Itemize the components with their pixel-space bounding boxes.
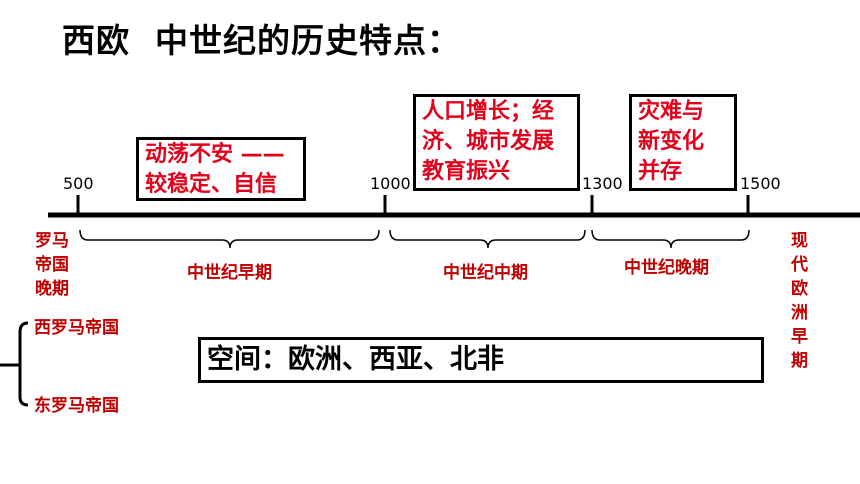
tick-label-1500: 1500 <box>740 174 781 193</box>
period-label-middle: 中世纪中期 <box>443 263 528 283</box>
label-eastern-roman-empire: 东罗马帝国 <box>34 396 119 416</box>
brace-early <box>79 229 380 249</box>
label-early-modern-europe: 现 代 欧 洲 早 期 <box>791 231 808 371</box>
box-late-line-1: 灾难与 <box>638 99 705 124</box>
box-late-line-3: 并存 <box>638 159 683 184</box>
brace-late <box>591 229 750 249</box>
box-early-line-1: 动荡不安 —— <box>145 142 285 167</box>
tick-label-1000: 1000 <box>370 174 411 193</box>
label-western-roman-empire: 西罗马帝国 <box>34 318 119 338</box>
box-early-line-2: 较稳定、自信 <box>145 172 278 197</box>
box-middle-characteristics: 人口增长；经 济、城市发展 教育振兴 <box>413 94 580 191</box>
box-middle-line-1: 人口增长；经 <box>422 99 555 124</box>
period-label-early: 中世纪早期 <box>187 263 272 283</box>
box-middle-line-2: 济、城市发展 <box>422 129 555 154</box>
box-late-characteristics: 灾难与 新变化 并存 <box>629 94 737 191</box>
box-middle-line-3: 教育振兴 <box>422 159 511 184</box>
period-label-late: 中世纪晚期 <box>624 258 709 278</box>
box-late-line-2: 新变化 <box>638 129 705 154</box>
tick-label-1300: 1300 <box>582 174 623 193</box>
box-early-characteristics: 动荡不安 —— 较稳定、自信 <box>136 137 306 201</box>
label-late-roman-empire: 罗马 帝国 晚期 <box>35 231 69 299</box>
brace-middle <box>389 229 586 249</box>
space-box: 空间：欧洲、西亚、北非 <box>198 337 764 383</box>
page-title: 西欧 中世纪的历史特点： <box>62 21 461 60</box>
tick-label-500: 500 <box>63 174 94 193</box>
empire-bracket <box>18 321 29 407</box>
